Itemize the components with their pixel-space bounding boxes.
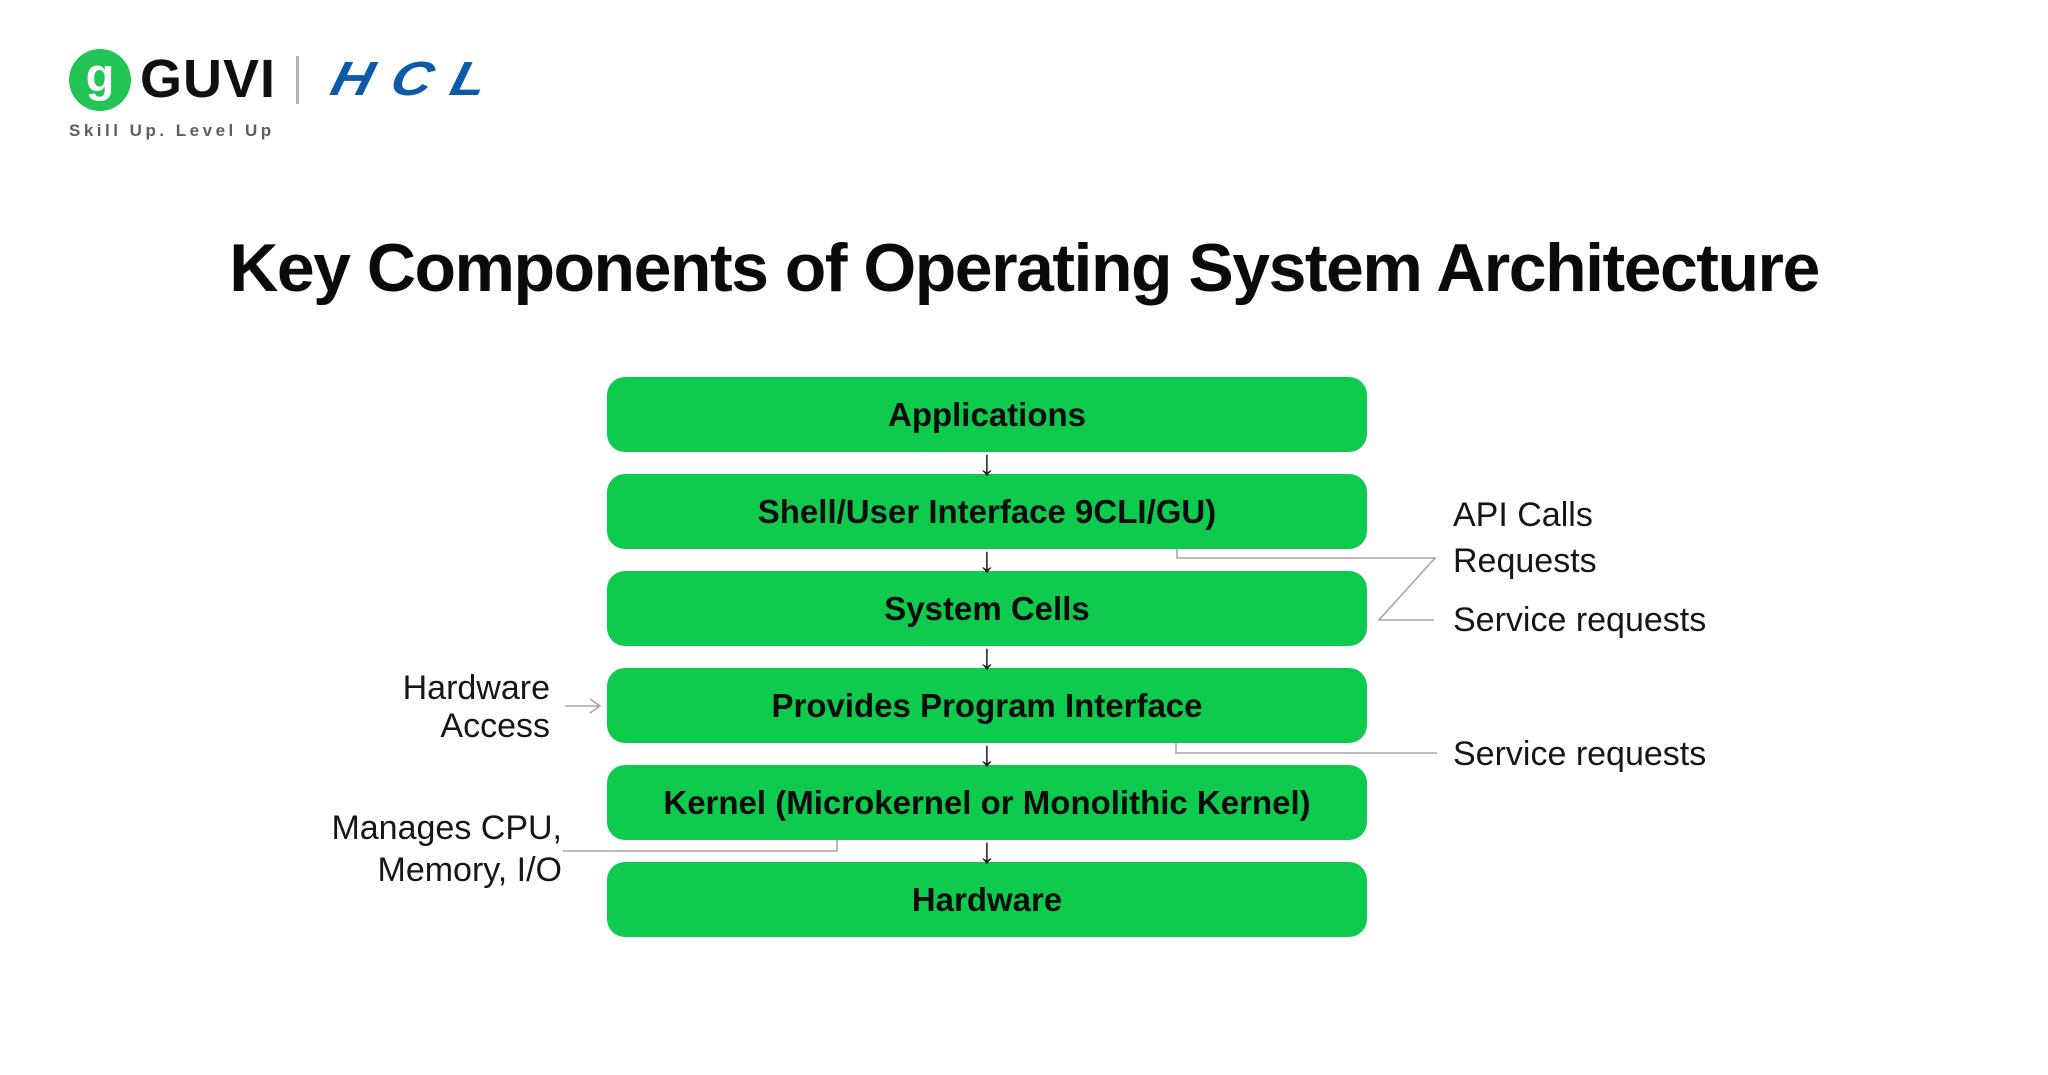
- annotation-manages-cpu-line2: Memory, I/O: [377, 851, 563, 889]
- guvi-logo-icon: g: [69, 49, 131, 111]
- down-arrow-icon: ↓: [978, 442, 996, 483]
- right-arrow-icon: [565, 698, 602, 714]
- box-kernel-label: Kernel (Microkernel or Monolithic Kernel…: [663, 783, 1311, 821]
- page-title: Key Components of Operating System Archi…: [229, 230, 1820, 306]
- annotation-manages-cpu: Manages CPU, Memory, I/O: [331, 807, 562, 891]
- annotation-service-requests-lower: Service requests: [1453, 735, 1707, 773]
- box-applications-label: Applications: [887, 395, 1087, 433]
- annotation-hardware-access-line2: Access: [440, 707, 550, 745]
- box-system-cells-label: System Cells: [884, 589, 1090, 627]
- connector-manages-kernel: [563, 839, 838, 852]
- annotation-api-calls-line1: API Calls: [1453, 496, 1593, 534]
- box-hardware-label: Hardware: [911, 880, 1063, 918]
- annotation-manages-cpu-line1: Manages CPU,: [331, 809, 562, 847]
- box-hardware: Hardware: [607, 862, 1367, 937]
- down-arrow-icon: ↓: [978, 539, 996, 580]
- box-provides-program-interface-label: Provides Program Interface: [771, 686, 1203, 724]
- annotation-api-calls-line2: Requests: [1453, 542, 1597, 580]
- box-shell-user-interface-label: Shell/User Interface 9CLI/GU): [757, 492, 1217, 530]
- logo-divider: [296, 56, 299, 104]
- annotation-hardware-access-line1: Hardware: [402, 669, 550, 707]
- guvi-wordmark: GUVI: [140, 49, 277, 109]
- down-arrow-icon: ↓: [978, 636, 996, 677]
- guvi-g-glyph: g: [85, 47, 115, 101]
- box-provides-program-interface: Provides Program Interface: [607, 668, 1367, 743]
- annotation-service-requests-upper: Service requests: [1453, 601, 1707, 639]
- hcl-wordmark: HCL: [325, 53, 512, 106]
- box-shell-user-interface: Shell/User Interface 9CLI/GU): [607, 474, 1367, 549]
- box-system-cells: System Cells: [607, 571, 1367, 646]
- down-arrow-icon: ↓: [978, 733, 996, 774]
- annotation-api-calls: API Calls Requests: [1453, 492, 1597, 584]
- logo-tagline: Skill Up. Level Up: [69, 121, 275, 140]
- box-kernel: Kernel (Microkernel or Monolithic Kernel…: [607, 765, 1367, 840]
- down-arrow-icon: ↓: [978, 830, 996, 871]
- box-applications: Applications: [607, 377, 1367, 452]
- annotation-hardware-access: Hardware Access: [403, 669, 550, 745]
- connector-service-requests-lower: [1175, 743, 1437, 754]
